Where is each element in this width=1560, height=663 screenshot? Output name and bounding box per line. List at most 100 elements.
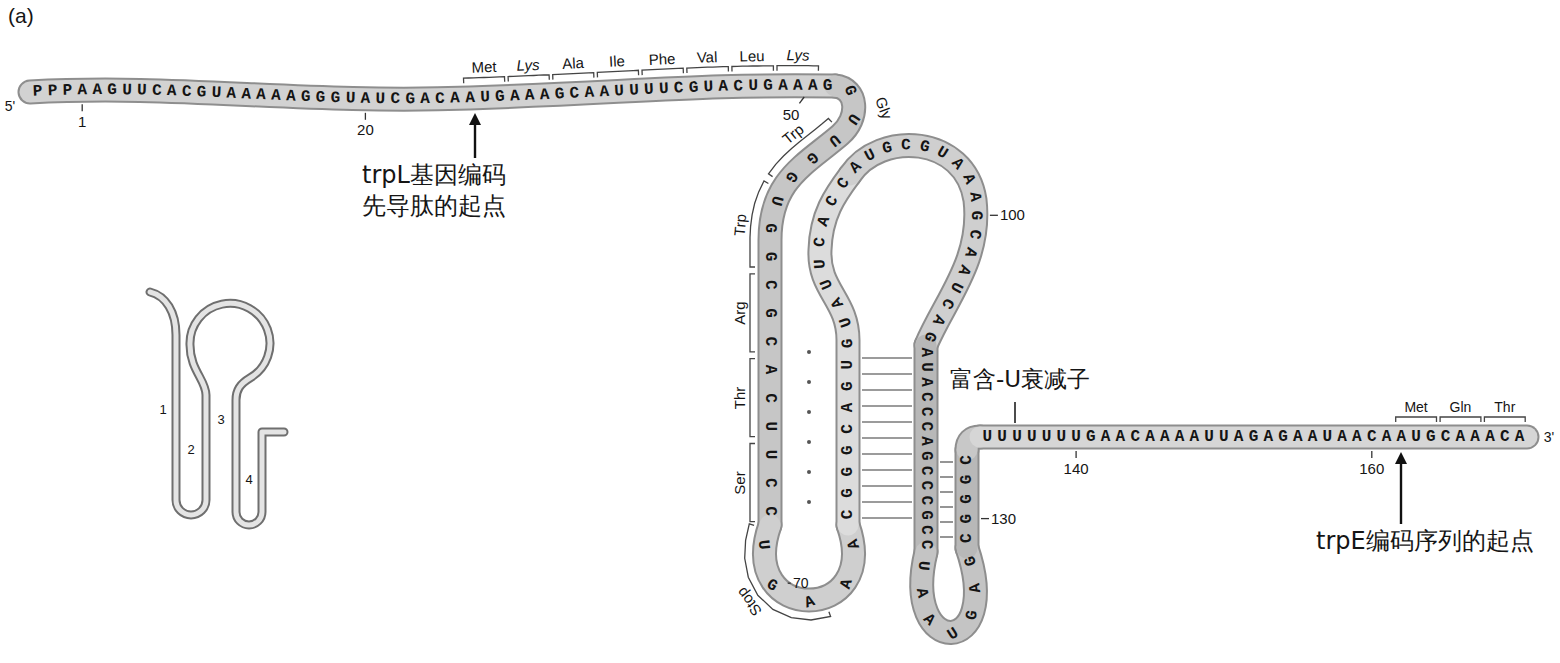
position-tick	[365, 113, 366, 120]
base-pair-line	[862, 485, 912, 487]
position-number: 1	[78, 113, 86, 130]
base-pair-dot	[807, 410, 811, 414]
codon-bracket	[687, 67, 729, 73]
base-pair-dot	[807, 380, 811, 384]
callout-text: 富含-U衰减子	[950, 366, 1090, 392]
arrow-head	[469, 113, 481, 125]
amino-acid-label: Leu	[740, 47, 765, 65]
base-pair-dot	[807, 350, 811, 354]
sequence-text: PPPAAGUUCACGUAAAAAGGGUAUCGACAAUGAAAGCAAU…	[32, 77, 838, 108]
position-number: 20	[357, 122, 374, 139]
position-tick	[1371, 451, 1372, 458]
codon-bracket	[1440, 417, 1481, 422]
amino-acid-label: Met	[471, 58, 497, 76]
strand-end-label: 5'	[5, 98, 15, 114]
base-pair-line	[940, 461, 953, 463]
codon-bracket	[553, 73, 594, 80]
stem-loop-schematic	[150, 292, 284, 525]
codon-bracket	[750, 274, 755, 352]
amino-acid-label: Thr	[731, 386, 748, 409]
amino-acid-label: Ser	[731, 471, 748, 494]
position-tick	[82, 104, 83, 111]
sequence-text: AUGCGUAAAGCAAUCAG	[846, 136, 985, 353]
sequence-text: UGAAA	[754, 507, 866, 612]
codon-bracket	[464, 77, 505, 84]
amino-acid-label: Stop	[733, 584, 765, 619]
region-number: 2	[187, 443, 194, 458]
schematic-strand	[150, 292, 284, 525]
base-pair-line	[862, 389, 912, 391]
schematic-strand	[150, 292, 284, 525]
base-pair-line	[940, 521, 953, 523]
base-pair-dot	[807, 440, 811, 444]
base-pair-line	[862, 437, 912, 439]
codon-bracket	[777, 66, 819, 71]
base-pair-line	[862, 373, 912, 375]
position-number: 100	[1000, 207, 1025, 224]
amino-acid-label: Gly	[872, 94, 896, 121]
strand-end-label: 3'	[1544, 429, 1554, 445]
arrow-shaft	[1400, 462, 1402, 524]
amino-acid-label: Trp	[731, 214, 750, 237]
callout-text: trpL基因编码 先导肽的起点	[362, 160, 597, 222]
region-number: 4	[245, 473, 252, 488]
brackets-and-ticks	[82, 66, 1525, 620]
base-pair-dot	[807, 470, 811, 474]
base-pair-line	[862, 357, 912, 359]
amino-acid-label: Lys	[516, 56, 540, 74]
position-tick	[788, 583, 791, 584]
amino-acid-label: Ala	[561, 54, 584, 72]
position-tick	[981, 518, 989, 519]
amino-acid-label: Phe	[648, 49, 675, 67]
position-tick	[1075, 451, 1076, 458]
base-pair-line	[862, 421, 912, 423]
position-number: 160	[1359, 460, 1384, 477]
amino-acid-label: Arg	[731, 301, 748, 324]
amino-acid-label: Gln	[1450, 399, 1472, 415]
codon-bracket	[597, 70, 638, 77]
sequence-text: CGGGCAGUGUAUUCACC	[810, 165, 860, 519]
base-pair-marks	[862, 358, 953, 537]
codon-bracket	[1484, 417, 1525, 422]
base-pair-line	[862, 469, 912, 471]
base-pair-line	[862, 517, 912, 519]
amino-acid-label: Val	[697, 48, 718, 66]
base-pair-line	[940, 506, 953, 508]
base-pair-dots	[807, 350, 811, 504]
sequence-text: GUUGGUGGCGCACUUCC	[761, 83, 866, 534]
base-pair-line	[862, 405, 912, 407]
position-number: 130	[991, 510, 1016, 527]
base-pair-dot	[807, 500, 811, 504]
callout-arrows	[475, 123, 1401, 524]
leader-line	[1014, 402, 1016, 423]
base-pair-line	[862, 453, 912, 455]
amino-acid-label: Met	[1404, 399, 1427, 415]
position-tick	[990, 215, 998, 216]
region-number: 3	[217, 413, 224, 428]
base-pair-line	[940, 491, 953, 493]
base-pair-line	[940, 536, 953, 538]
amino-acid-label: Trp	[779, 120, 807, 147]
position-number: 140	[1064, 460, 1089, 477]
amino-acid-label: Lys	[786, 47, 809, 64]
codon-bracket	[750, 444, 755, 522]
base-pair-line	[862, 501, 912, 503]
arrow-head	[1395, 452, 1407, 464]
callout-text: trpE编码序列的起点	[1316, 528, 1534, 556]
amino-acid-label: Ile	[609, 52, 626, 70]
amino-acid-label: Thr	[1494, 399, 1515, 415]
sequence-text: UAAUGAG	[912, 537, 986, 645]
sequence-text: UUUUUUUGAACAAAAUUAGAGAAUAACAAUGCAAACA	[983, 428, 1530, 446]
codon-bracket	[1396, 417, 1437, 422]
region-number: 1	[159, 403, 166, 418]
position-number: 70	[793, 575, 809, 591]
panel-label: (a)	[8, 4, 34, 28]
codon-bracket	[750, 359, 755, 437]
codon-bracket	[508, 75, 549, 82]
codon-bracket	[732, 66, 774, 72]
sequence-text: CGGGC	[958, 445, 976, 543]
sequence-text: AUACCCAGCCCGCC	[917, 348, 935, 555]
sequence-layer: PPPAAGUUCACGUAAAAAGGGUAUCGACAAUGAAAGCAAU…	[32, 77, 1529, 645]
